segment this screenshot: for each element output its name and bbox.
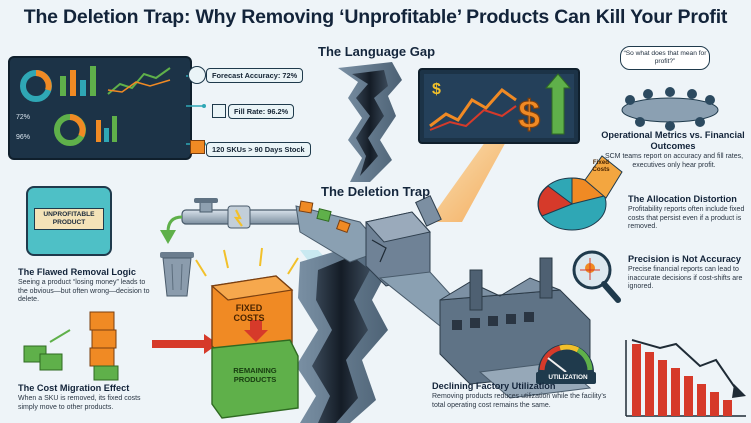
crack-main bbox=[296, 244, 392, 423]
utilization-body: Removing products reduces utilization wh… bbox=[432, 393, 607, 409]
fill-rate-callout: Fill Rate: 96.2% bbox=[228, 104, 295, 119]
magnifier-icon bbox=[572, 250, 621, 303]
allocation-body: Profitability reports often include fixe… bbox=[628, 206, 745, 231]
precision-title: Precision is Not Accuracy bbox=[628, 254, 742, 264]
migration-title: The Cost Migration Effect bbox=[18, 383, 130, 393]
allocation-title: The Allocation Distortion bbox=[628, 194, 737, 204]
forecast-accuracy-callout: Forecast Accuracy: 72% bbox=[206, 68, 304, 83]
dashboard-charts bbox=[20, 66, 171, 146]
meeting-table bbox=[621, 87, 719, 131]
migration-arrow bbox=[152, 334, 218, 354]
svg-text:$: $ bbox=[432, 81, 441, 98]
crack-top bbox=[338, 62, 402, 182]
light-beam bbox=[428, 138, 508, 222]
unprofitable-product-box: UNPROFITABLE PRODUCT bbox=[26, 186, 112, 256]
unprofitable-label: UNPROFITABLE PRODUCT bbox=[34, 208, 104, 230]
profit-monitor: $ $ bbox=[418, 68, 580, 144]
migration-body: When a SKU is removed, its fixed costs s… bbox=[18, 395, 141, 411]
boxes-icon bbox=[190, 140, 205, 154]
pie-label: Fixed Costs bbox=[592, 159, 610, 173]
operational-title: Operational Metrics vs. Financial Outcom… bbox=[601, 130, 745, 151]
operational-body: SCM teams report on accuracy and fill ra… bbox=[604, 153, 744, 169]
profit-chart: $ $ bbox=[424, 73, 574, 138]
utilization-gauge bbox=[536, 344, 596, 384]
page-title: The Deletion Trap: Why Removing ‘Unprofi… bbox=[23, 6, 728, 28]
remaining-products-label: REMAINING PRODUCTS bbox=[233, 366, 277, 384]
box-stack bbox=[23, 311, 119, 381]
utilization-title: Declining Factory Utilization bbox=[432, 381, 556, 391]
flawed-body: Seeing a product “losing money” leads to… bbox=[18, 279, 150, 304]
flawed-title: The Flawed Removal Logic bbox=[18, 267, 136, 277]
sku-stock-callout: 120 SKUs > 90 Days Stock bbox=[206, 142, 311, 157]
declining-bar-chart bbox=[625, 339, 746, 417]
fixed-costs-label: FIXED COSTS bbox=[233, 303, 265, 323]
language-gap-heading: The Language Gap bbox=[318, 44, 436, 59]
checkbox-icon bbox=[212, 104, 226, 118]
deletion-trap-heading: The Deletion Trap bbox=[321, 184, 431, 199]
utilization-label: UTILIZATION bbox=[548, 374, 588, 381]
trash-icon bbox=[160, 252, 194, 297]
gauge-label-2: 96% bbox=[16, 134, 31, 141]
precision-body: Precise financial reports can lead to in… bbox=[628, 266, 743, 291]
dashboard-monitor: 72% 96% bbox=[8, 56, 192, 160]
svg-text:$: $ bbox=[518, 93, 540, 137]
fixed-costs-block bbox=[195, 247, 299, 419]
magnifier-badge-icon bbox=[188, 66, 206, 84]
speech-bubble: “So what does that mean for profit?” bbox=[620, 46, 710, 70]
allocation-pie bbox=[537, 155, 623, 231]
gauge-label-1: 72% bbox=[16, 114, 31, 121]
